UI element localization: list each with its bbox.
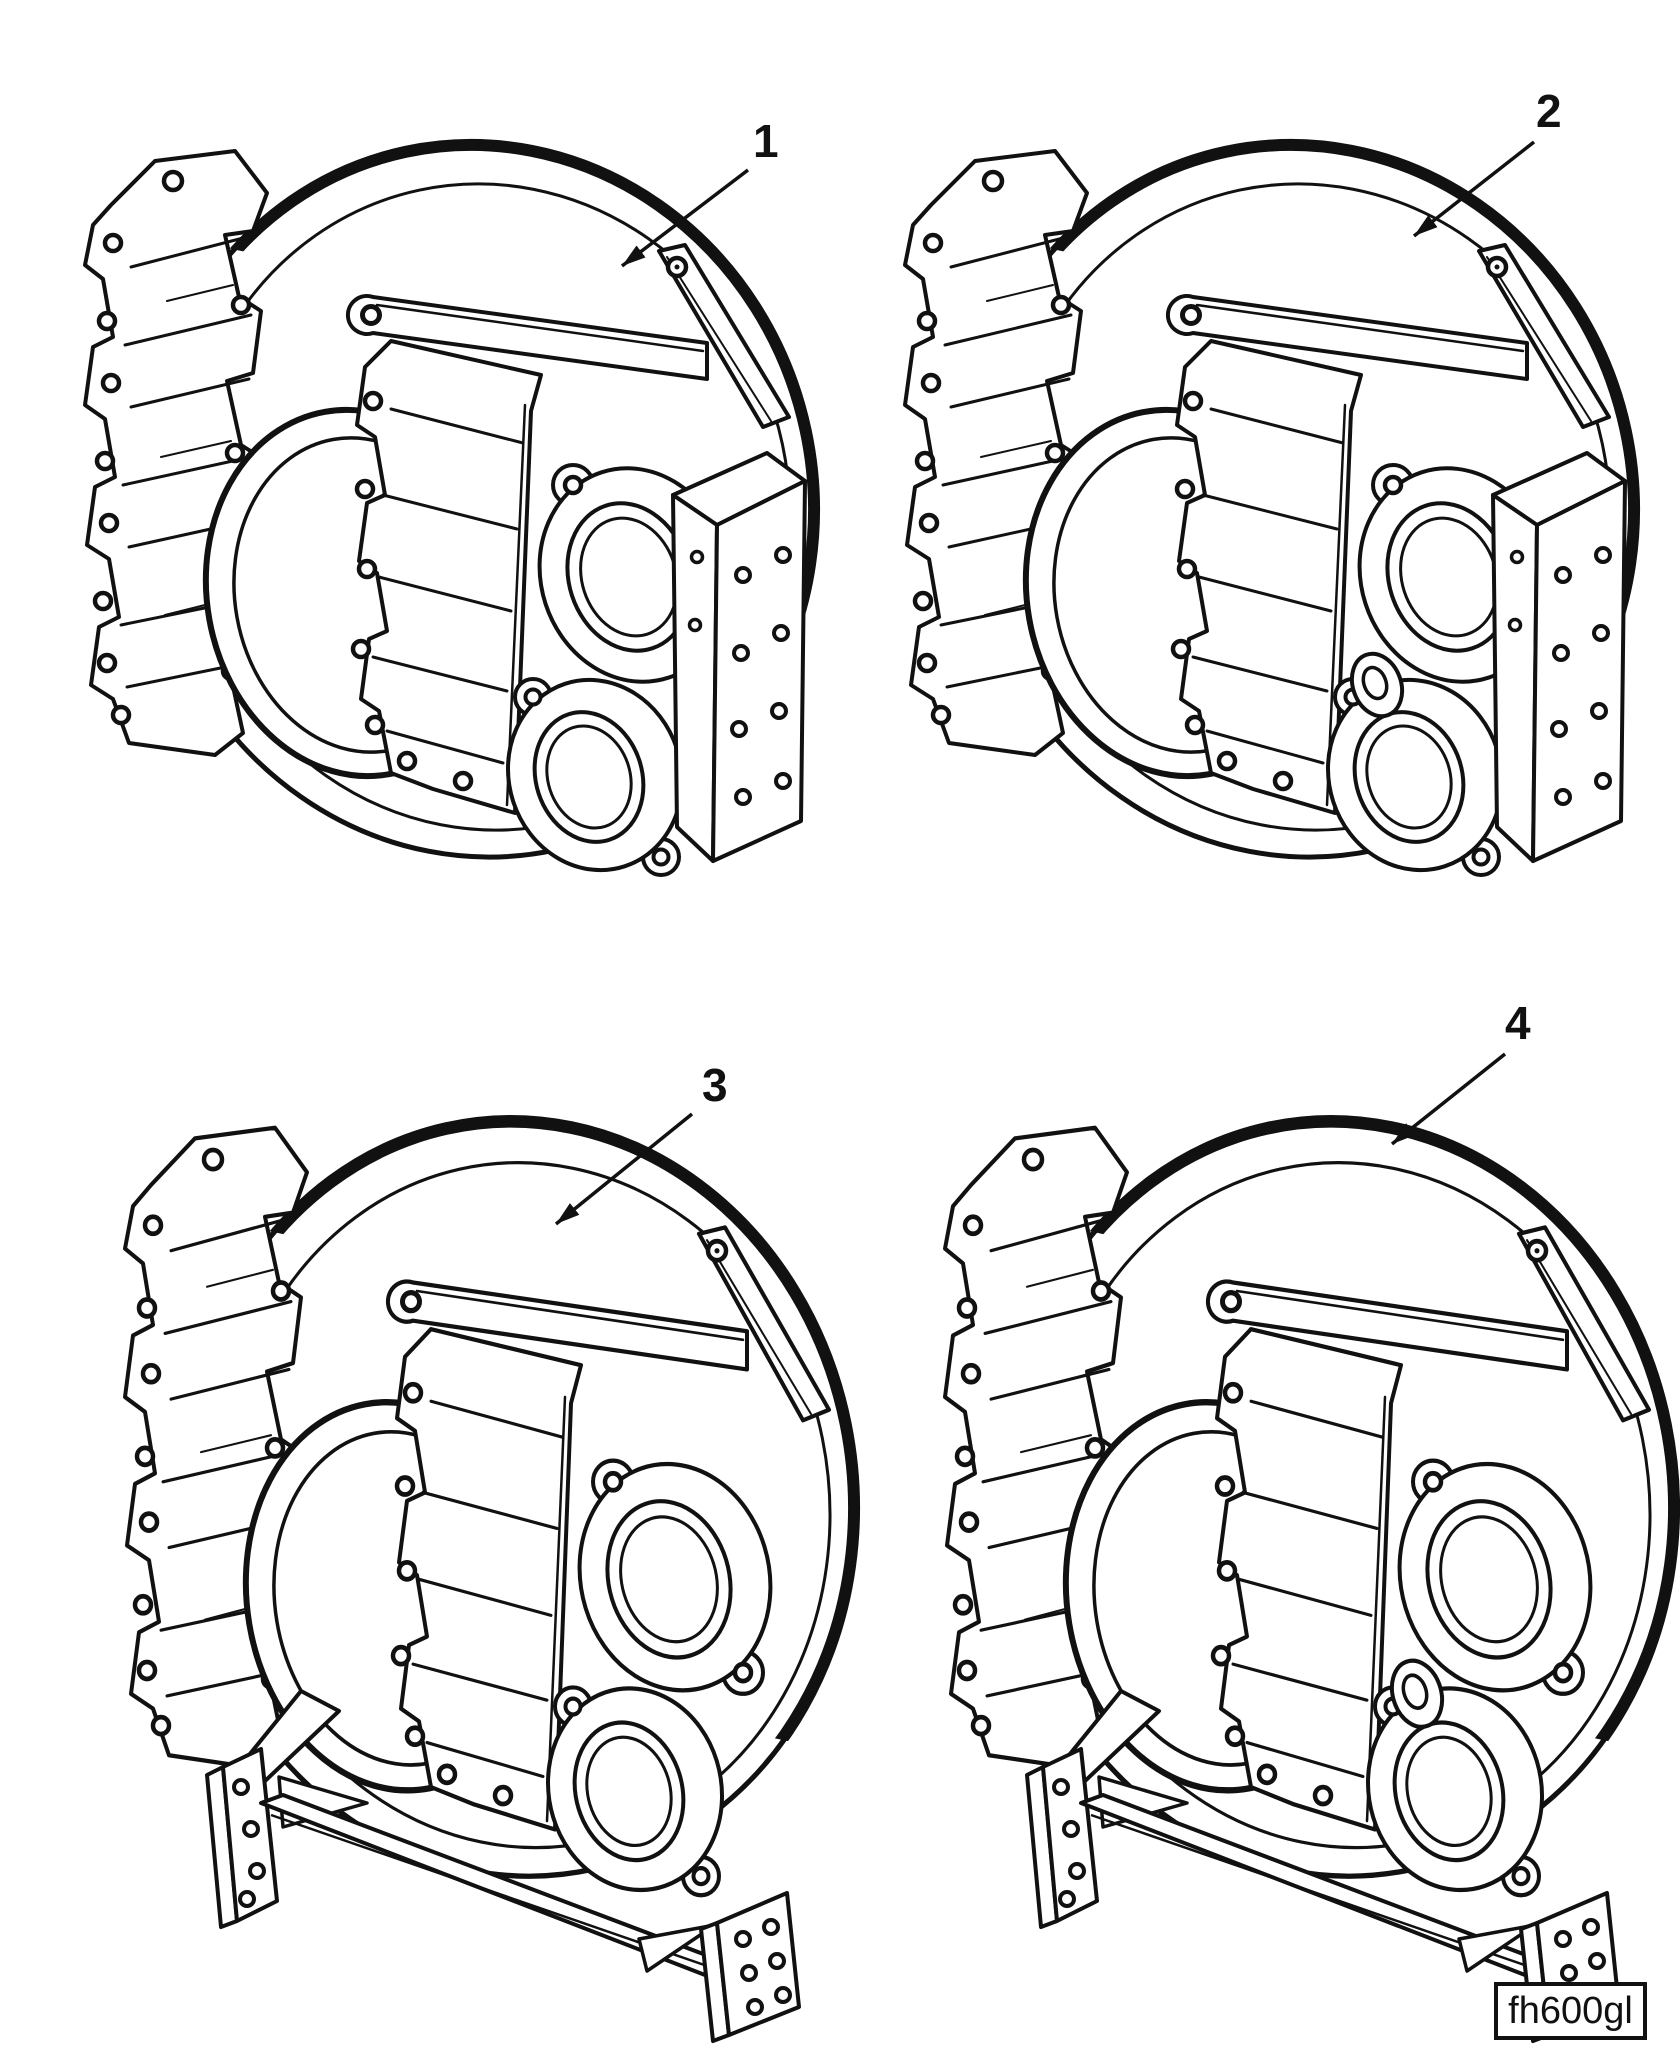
- flywheel-housing-drawing-3: [95, 1075, 865, 2050]
- callout-label-4: 4: [1505, 997, 1531, 1049]
- callout-label-3: 3: [702, 1059, 728, 1111]
- callout-label-1: 1: [753, 115, 779, 167]
- flywheel-housing-drawing-2: [875, 105, 1645, 935]
- figure-code-label: fh600gl: [1508, 1989, 1633, 2032]
- flywheel-housing-drawing-1: [55, 105, 825, 935]
- figure-code-box: fh600gl: [1494, 1982, 1647, 2040]
- callout-label-2: 2: [1536, 85, 1562, 137]
- flywheel-housing-drawing-4: [915, 1075, 1680, 2050]
